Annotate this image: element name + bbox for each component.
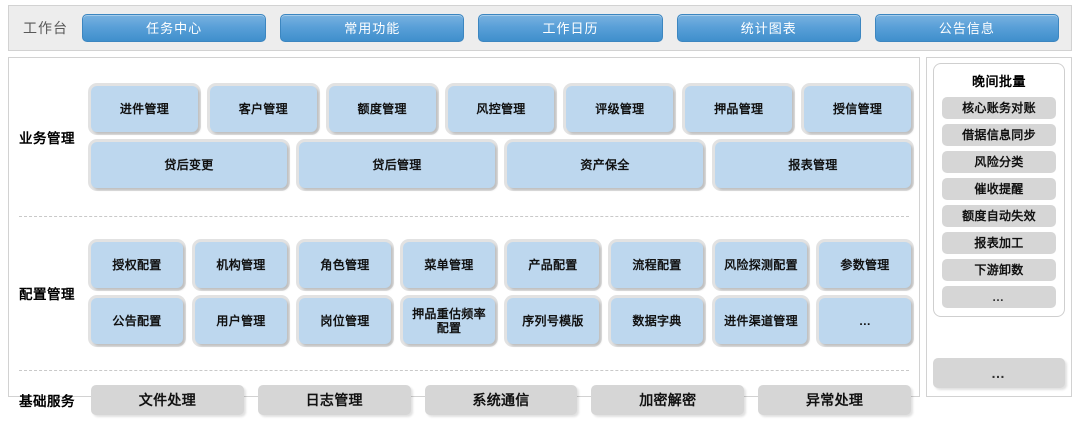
- config-row-2: 公告配置 用户管理 岗位管理 押品重估频率配置 序列号模版 数据字典 进件渠道管…: [91, 298, 911, 344]
- config-tile-rows: 授权配置 机构管理 角色管理 菜单管理 产品配置 流程配置 风险探测配置 参数管…: [91, 242, 911, 344]
- business-row-2: 贷后变更 贷后管理 资产保全 报表管理: [91, 141, 911, 188]
- top-toolbar: 工作台 任务中心 常用功能 工作日历 统计图表 公告信息: [8, 5, 1072, 51]
- tile-system-communication[interactable]: 系统通信: [424, 385, 578, 415]
- section-label-business: 业务管理: [19, 130, 75, 146]
- section-label-config: 配置管理: [19, 287, 75, 302]
- tile-encryption-decryption[interactable]: 加密解密: [591, 385, 745, 415]
- tile-report-management[interactable]: 报表管理: [715, 141, 911, 188]
- tab-work-calendar[interactable]: 工作日历: [478, 14, 663, 42]
- tile-organization-management[interactable]: 机构管理: [195, 242, 287, 288]
- tab-task-center[interactable]: 任务中心: [82, 14, 267, 42]
- section-config-management: 配置管理 授权配置 机构管理 角色管理 菜单管理 产品配置 流程配置 风险探测配…: [9, 223, 919, 363]
- body-area: 业务管理 进件管理 客户管理 额度管理 风控管理 评级管理 押品管理 授信管理 …: [8, 57, 1072, 415]
- tile-data-dictionary[interactable]: 数据字典: [611, 298, 703, 344]
- tile-asset-preservation[interactable]: 资产保全: [507, 141, 703, 188]
- tile-authorization-config[interactable]: 授权配置: [91, 242, 183, 288]
- tile-file-processing[interactable]: 文件处理: [91, 385, 244, 415]
- night-batch-card: 晚间批量 核心账务对账 借据信息同步 风险分类 催收提醒 额度自动失效 报表加工…: [933, 63, 1065, 317]
- tile-credit-limit-management[interactable]: 额度管理: [328, 85, 436, 132]
- tile-serial-number-template[interactable]: 序列号模版: [507, 298, 599, 344]
- business-row-1: 进件管理 客户管理 额度管理 风控管理 评级管理 押品管理 授信管理: [91, 85, 912, 132]
- config-row-1: 授权配置 机构管理 角色管理 菜单管理 产品配置 流程配置 风险探测配置 参数管…: [91, 242, 911, 288]
- tile-role-management[interactable]: 角色管理: [299, 242, 391, 288]
- batch-item-downstream-data-unload[interactable]: 下游卸数: [942, 259, 1056, 281]
- tile-rating-management[interactable]: 评级管理: [566, 85, 674, 132]
- tile-incoming-management[interactable]: 进件管理: [91, 85, 198, 132]
- tile-risk-control-management[interactable]: 风控管理: [447, 85, 555, 132]
- tile-product-config[interactable]: 产品配置: [507, 242, 599, 288]
- tile-credit-granting-management[interactable]: 授信管理: [804, 85, 912, 132]
- workbench-page: 工作台 任务中心 常用功能 工作日历 统计图表 公告信息 业务管理 进件管理 客…: [8, 5, 1072, 415]
- main-panel: 业务管理 进件管理 客户管理 额度管理 风控管理 评级管理 押品管理 授信管理 …: [8, 57, 920, 415]
- sidebar-bottom-area: …: [933, 317, 1065, 391]
- batch-item-more[interactable]: …: [942, 286, 1056, 308]
- tile-sidebar-more[interactable]: …: [933, 358, 1065, 388]
- tile-parameter-management[interactable]: 参数管理: [819, 242, 911, 288]
- tile-post-loan-management[interactable]: 贷后管理: [299, 141, 495, 188]
- tile-process-config[interactable]: 流程配置: [611, 242, 703, 288]
- divider-config-basic: [19, 370, 909, 371]
- basic-row-1: 文件处理 日志管理 系统通信 加密解密 异常处理: [91, 385, 911, 415]
- batch-item-iou-info-sync[interactable]: 借据信息同步: [942, 124, 1056, 146]
- right-sidebar: 晚间批量 核心账务对账 借据信息同步 风险分类 催收提醒 额度自动失效 报表加工…: [926, 57, 1072, 397]
- batch-item-auto-limit-expiry[interactable]: 额度自动失效: [942, 205, 1056, 227]
- tile-incoming-channel-management[interactable]: 进件渠道管理: [715, 298, 807, 344]
- tile-user-management[interactable]: 用户管理: [195, 298, 287, 344]
- tile-risk-detection-config[interactable]: 风险探测配置: [715, 242, 807, 288]
- tile-config-more[interactable]: …: [819, 298, 911, 344]
- section-label-basic: 基础服务: [19, 394, 75, 409]
- top-tab-list: 任务中心 常用功能 工作日历 统计图表 公告信息: [82, 14, 1060, 42]
- page-title: 工作台: [23, 20, 68, 36]
- night-batch-title: 晚间批量: [971, 74, 1026, 89]
- tile-log-management[interactable]: 日志管理: [257, 385, 411, 415]
- batch-item-report-processing[interactable]: 报表加工: [942, 232, 1056, 254]
- tab-announcements[interactable]: 公告信息: [874, 14, 1060, 42]
- section-business-management: 业务管理 进件管理 客户管理 额度管理 风控管理 评级管理 押品管理 授信管理 …: [9, 64, 919, 209]
- tile-post-loan-change[interactable]: 贷后变更: [91, 141, 287, 188]
- tile-exception-handling[interactable]: 异常处理: [758, 385, 911, 415]
- tab-common-functions[interactable]: 常用功能: [280, 14, 465, 42]
- basic-tile-rows: 文件处理 日志管理 系统通信 加密解密 异常处理: [91, 385, 911, 415]
- divider-business-config: [19, 216, 909, 217]
- batch-item-risk-classification[interactable]: 风险分类: [942, 151, 1056, 173]
- tab-statistics-chart[interactable]: 统计图表: [676, 14, 861, 42]
- section-basic-services: 基础服务 文件处理 日志管理 系统通信 加密解密 异常处理: [9, 377, 919, 423]
- tile-collateral-management[interactable]: 押品管理: [685, 85, 793, 132]
- tile-customer-management[interactable]: 客户管理: [209, 85, 317, 132]
- tile-post-management[interactable]: 岗位管理: [299, 298, 391, 344]
- tile-menu-management[interactable]: 菜单管理: [403, 242, 495, 288]
- batch-item-collection-reminder[interactable]: 催收提醒: [942, 178, 1056, 200]
- batch-item-core-accounting-reconciliation[interactable]: 核心账务对账: [942, 97, 1056, 119]
- tile-announcement-config[interactable]: 公告配置: [91, 298, 183, 344]
- business-tile-rows: 进件管理 客户管理 额度管理 风控管理 评级管理 押品管理 授信管理 贷后变更 …: [91, 85, 912, 188]
- tile-collateral-revaluation-frequency-config[interactable]: 押品重估频率配置: [403, 298, 495, 344]
